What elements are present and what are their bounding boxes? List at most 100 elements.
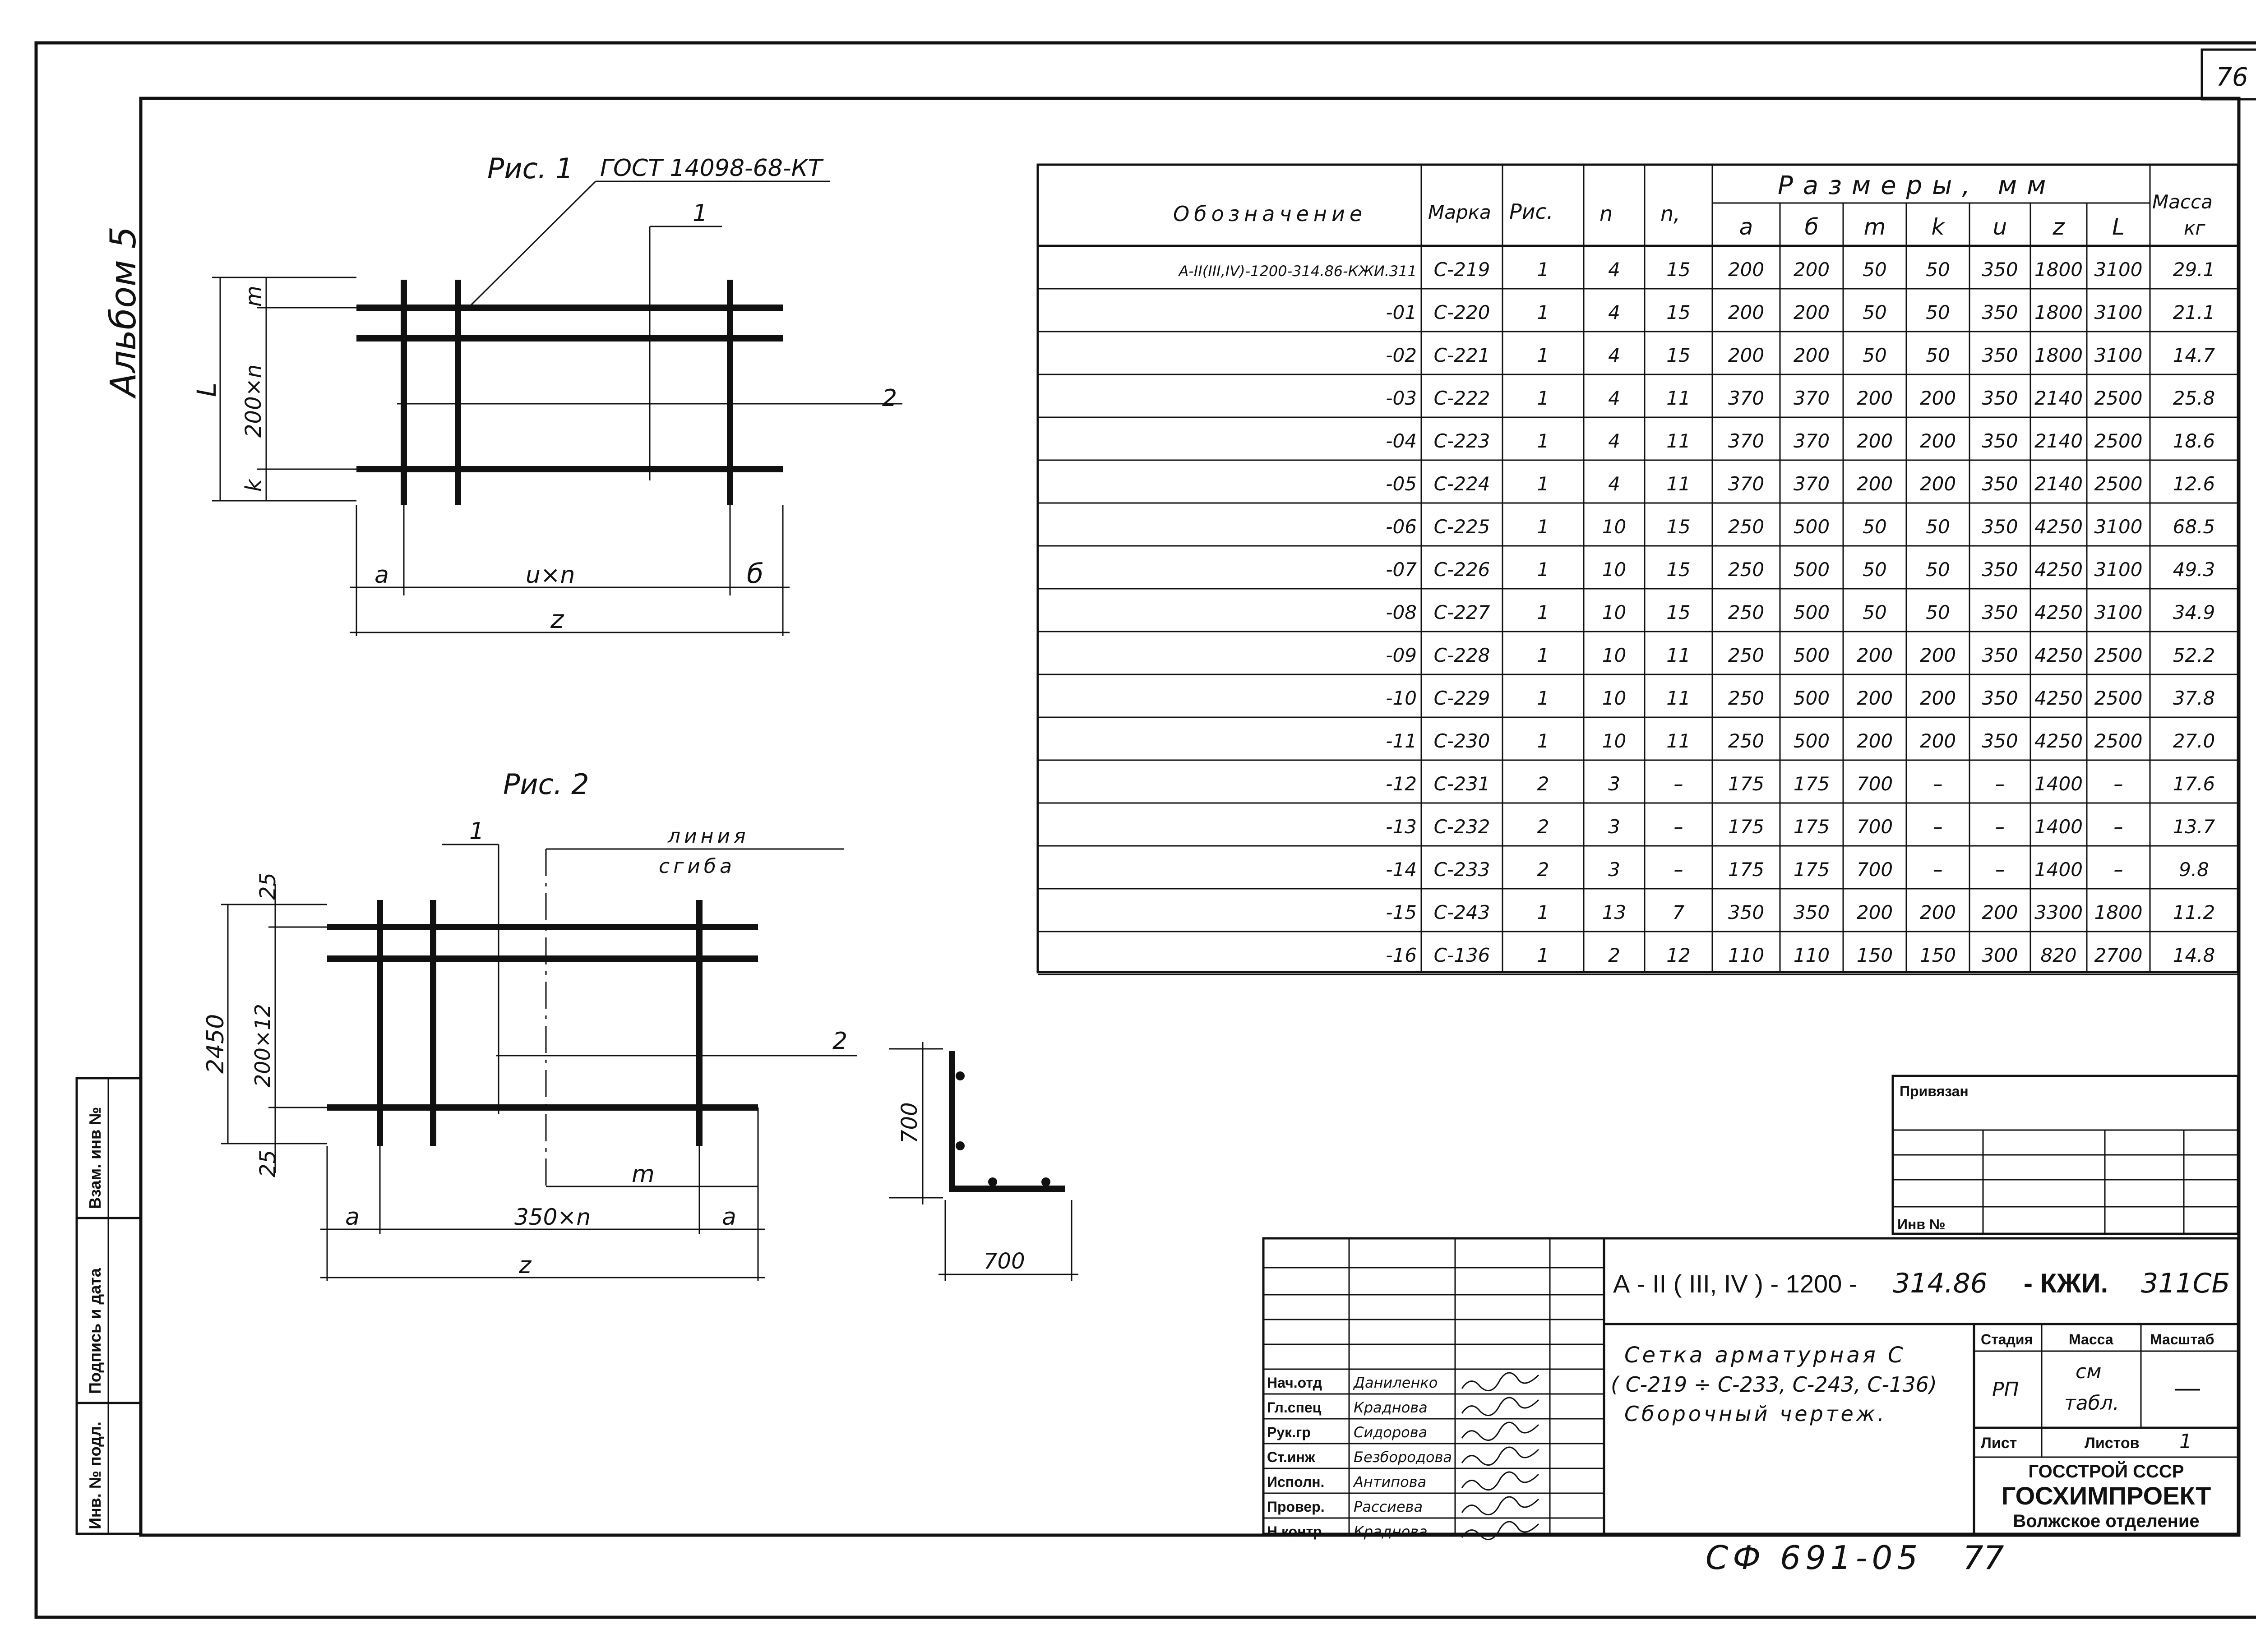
table-cell: – [1674,858,1683,881]
table-cell: -10 [1386,687,1417,709]
table-cell: 1 [1537,944,1549,966]
stage-value: РП [1992,1378,2019,1401]
table-cell: -09 [1386,644,1417,666]
side-inv-podl: Инв. № подл. [86,1421,104,1529]
table-cell: 175 [1728,858,1764,881]
table-cell: 1 [1537,387,1549,409]
table-cell: 4250 [2034,516,2083,538]
table-cell: 13 [1602,901,1626,923]
table-cell: – [1995,773,2005,795]
table-cell: 200 [1857,430,1893,452]
role-name: Рассиева [1354,1498,1423,1515]
table-cell: 11 [1666,644,1690,666]
table-cell: 700 [1857,773,1893,795]
sheet-label: Лист [1981,1435,2017,1452]
fig1-dim-k: k [241,478,266,492]
table-cell: 500 [1794,687,1830,709]
table-cell: 370 [1794,430,1830,452]
table-cell: 11 [1666,430,1690,452]
table-cell: 52.2 [2173,644,2215,666]
sheet-number: 76 [2216,63,2248,92]
signature [1461,1372,1539,1391]
table-cell: 700 [1857,858,1893,881]
table-cell: 50 [1863,601,1886,623]
table-cell: С-228 [1434,644,1490,666]
table-cell: 3 [1608,816,1620,838]
table-cell: -12 [1386,773,1417,795]
stage-label: Стадия [1981,1331,2033,1347]
role-label: Нач.отд [1267,1375,1322,1391]
table-cell: 15 [1666,258,1690,281]
stamp-bottom-page: 77 [1963,1539,2004,1577]
table-cell: 1 [1537,601,1549,623]
signature [1461,1421,1539,1441]
table-cell: -04 [1386,430,1417,452]
fig1-gost: ГОСТ 14098-68-КТ [600,155,824,182]
table-cell: – [1674,816,1683,838]
table-cell: 200 [1920,687,1956,709]
fig2-dim-350n: 350×n [514,1204,591,1230]
table-cell: 250 [1728,558,1764,581]
table-cell: 350 [1982,516,2018,538]
table-cell: С-222 [1434,387,1490,409]
table-cell: 1 [1537,516,1549,538]
table-cell: 2500 [2094,387,2143,409]
table-cell: 4 [1608,344,1620,366]
outer-border [34,41,2256,1619]
table-cell: С-233 [1434,858,1490,881]
table-cell: 50 [1926,601,1950,623]
table-cell: 1 [1537,344,1549,366]
table-cell: С-229 [1434,687,1490,709]
table-cell: 175 [1794,816,1830,838]
table-cell: 15 [1666,301,1690,323]
fig1-callout-1: 1 [693,200,707,227]
table-cell: 2140 [2034,430,2083,452]
org-2: ГОСХИМПРОЕКТ [2002,1481,2211,1510]
fig2-callout-1: 1 [469,818,484,845]
table-cell: С-231 [1434,773,1490,795]
table-cell: – [2114,858,2123,881]
table-cell: 2 [1537,858,1549,881]
fig1-dim-L: L [191,383,222,397]
table-cell: 13.7 [2173,816,2215,838]
role-label: Провер. [1267,1499,1325,1515]
table-cell: 50 [1863,344,1886,366]
fig2-bend-2: сгиба [659,855,735,878]
table-cell: 27.0 [2173,730,2215,752]
table-cell: 350 [1982,301,2018,323]
title-block: А - II ( III, IV ) - 1200 - 314.86 - КЖИ… [1262,1237,2239,1540]
side-vzam: Взам. инв № [86,1107,104,1209]
fig1-dim-a: a [374,562,389,589]
table-cell: С-220 [1434,301,1490,323]
table-cell: -01 [1386,301,1417,323]
table-cell: С-219 [1434,258,1490,281]
code-tail: 311СБ [2141,1268,2230,1299]
table-cell: 1 [1537,644,1549,666]
side-strip: Взам. инв № Подпись и дата Инв. № подл. [75,1077,142,1535]
table-cell: – [1995,816,2005,838]
table-cell: 10 [1602,687,1626,709]
table-cell: 500 [1794,558,1830,581]
th-n1: n, [1660,202,1680,226]
table-cell: 200 [1857,644,1893,666]
org-1: ГОССТРОЙ СССР [2029,1461,2184,1481]
table-cell: 250 [1728,516,1764,538]
sheets-value: 1 [2179,1430,2192,1453]
table-cell: 300 [1982,944,2018,966]
table-cell: 110 [1728,944,1764,966]
fig2-dim-z: z [518,1252,532,1279]
table-cell: 370 [1728,430,1764,452]
table-cell: 250 [1728,644,1764,666]
table-cell: 350 [1982,601,2018,623]
table-cell: 200 [1857,687,1893,709]
table-cell: 50 [1926,301,1950,323]
table-cell: 1 [1537,901,1549,923]
table-cell: 2140 [2034,387,2083,409]
table-cell: 21.1 [2173,301,2215,323]
table-cell: 200 [1920,901,1956,923]
th-mark: Марка [1428,201,1491,223]
table-cell: 10 [1602,601,1626,623]
table-cell: 3 [1608,858,1620,881]
table-cell: – [2114,816,2123,838]
table-cell: С-230 [1434,730,1490,752]
